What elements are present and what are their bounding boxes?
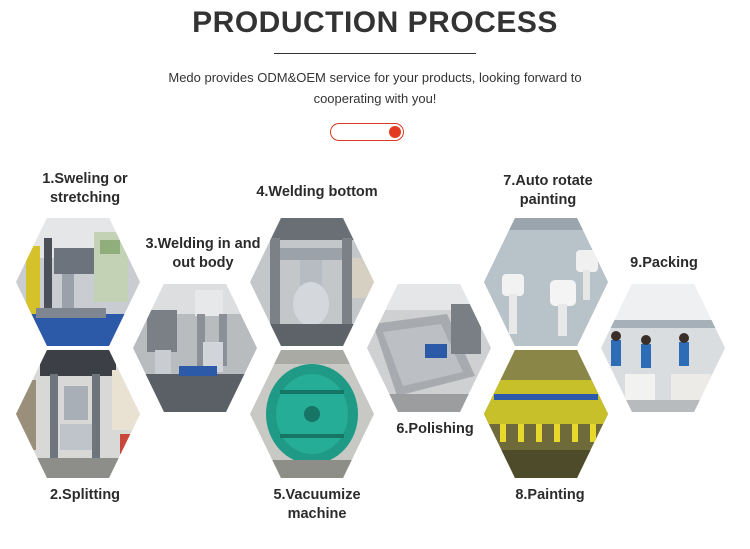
toggle-knob[interactable] (389, 125, 401, 138)
subtitle-line-2: cooperating with you! (313, 91, 437, 106)
step-8-label: 8.Painting (515, 487, 585, 503)
step-6-photo (367, 284, 491, 412)
polishing-photo (367, 284, 491, 412)
step-9-label: 9.Packing (630, 255, 698, 271)
step-1-label: 1.Sweling or stretching (42, 171, 128, 206)
step-8-photo (484, 350, 608, 478)
step-1-photo (16, 218, 140, 346)
step-2-photo (16, 350, 140, 478)
page-title: PRODUCTION PROCESS (192, 6, 558, 39)
vacuum-tank-photo (250, 350, 374, 478)
step-2-label: 2.Splitting (49, 487, 121, 503)
step-6-label: 6.Polishing (396, 421, 474, 437)
subtitle: Medo provides ODM&OEM service for your p… (135, 67, 615, 109)
welding-station-photo (133, 284, 257, 412)
step-7-label: 7.Auto rotate painting (503, 173, 593, 208)
hydraulic-press-photo (16, 218, 140, 346)
step-3-photo (133, 284, 257, 412)
step-3-label: 3.Welding in and out body (145, 236, 261, 271)
step-4-photo (250, 218, 374, 346)
slider-toggle[interactable] (330, 123, 404, 141)
packing-floor-photo (601, 284, 725, 412)
step-9-photo (601, 284, 725, 412)
step-5-label: 5.Vacuumize machine (273, 487, 361, 522)
paint-line-photo (484, 350, 608, 478)
splitting-machine-photo (16, 350, 140, 478)
step-5-photo (250, 350, 374, 478)
step-4-label: 4.Welding bottom (256, 184, 378, 200)
step-7-photo (484, 218, 608, 346)
bottom-welder-photo (250, 218, 374, 346)
title-divider (274, 53, 476, 54)
rotating-painter-photo (484, 218, 608, 346)
subtitle-line-1: Medo provides ODM&OEM service for your p… (168, 70, 582, 85)
